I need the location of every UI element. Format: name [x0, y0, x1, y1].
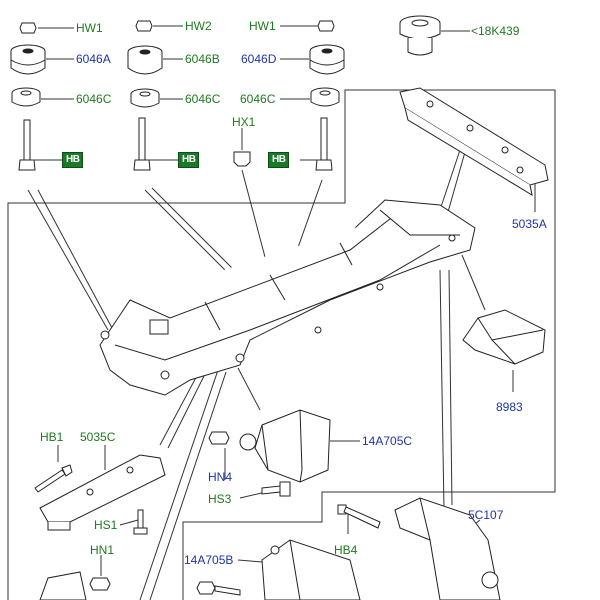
- label-14a705b: 14A705B: [184, 553, 234, 567]
- mount-6046a: [10, 44, 46, 75]
- tag-hb-a: HB: [62, 152, 84, 168]
- bolt-middle: [133, 117, 151, 171]
- label-hw1-b: HW1: [249, 19, 276, 33]
- label-14a705c: 14A705C: [362, 434, 413, 448]
- shield-8983: [462, 309, 546, 365]
- bush-18k439-inner: [411, 19, 429, 27]
- nut-hw1-a: [19, 22, 37, 34]
- washer-6046c-c: [310, 87, 340, 107]
- shield-8983-fold: [477, 317, 544, 365]
- bolt-right: [315, 117, 333, 171]
- washer-6046c-a: [11, 87, 41, 107]
- label-8983: 8983: [496, 400, 523, 414]
- bolt-hs3: [261, 481, 291, 497]
- label-18k439: <18K439: [471, 24, 520, 38]
- washer-6046c-b: [130, 88, 160, 108]
- bush-18k439-sleeve: [407, 38, 433, 56]
- label-6046c-c: 6046C: [240, 92, 276, 106]
- bolt-left: [18, 119, 36, 171]
- bolt-hb4: [337, 504, 381, 529]
- leader-lines: [27, 25, 536, 600]
- label-hn4: HN4: [208, 470, 233, 484]
- bolt-14a705b: [214, 585, 241, 596]
- label-5c107: 5C107: [468, 508, 504, 522]
- nut-hw2: [135, 20, 153, 32]
- label-6046c-b: 6046C: [185, 92, 221, 106]
- label-hb4: HB4: [334, 543, 358, 557]
- chassis-frame: [99, 199, 476, 396]
- label-hs1: HS1: [94, 518, 118, 532]
- mount-6046b: [127, 45, 163, 75]
- nut-hw1-b: [317, 20, 335, 32]
- label-hw2: HW2: [185, 19, 212, 33]
- label-6046d: 6046D: [241, 52, 277, 66]
- bracket-14a705c: [239, 409, 331, 483]
- tag-hb-c: HB: [268, 152, 290, 168]
- bolt-hs1: [133, 509, 148, 535]
- label-hn1: HN1: [90, 543, 115, 557]
- label-6046c-a: 6046C: [76, 92, 112, 106]
- hardware-row: [10, 15, 441, 171]
- label-hx1: HX1: [232, 115, 256, 129]
- label-5035c: 5035C: [80, 430, 116, 444]
- label-6046a: 6046A: [76, 52, 111, 66]
- bracket-5c107: [394, 497, 501, 600]
- bracket-lower-left: [39, 571, 87, 600]
- mount-6046d: [309, 44, 345, 75]
- frame-outline-main: [7, 89, 556, 600]
- label-5035a: 5035A: [512, 217, 547, 231]
- nut-hn4: [208, 431, 230, 445]
- bracket-5035c: [39, 454, 166, 531]
- label-hw1-a: HW1: [76, 21, 103, 35]
- bracket-14a705b: [261, 539, 361, 600]
- label-hs3: HS3: [208, 492, 232, 506]
- label-6046b: 6046B: [185, 52, 220, 66]
- tag-hb-b: HB: [178, 152, 200, 168]
- bolt-hb1: [34, 464, 73, 493]
- section-frames: [7, 89, 556, 600]
- crossmember-5035a: [399, 87, 549, 197]
- nut-14a705b: [196, 581, 216, 595]
- nut-hn1: [89, 577, 111, 591]
- label-hb1: HB1: [40, 430, 64, 444]
- clip-hx1: [233, 151, 251, 167]
